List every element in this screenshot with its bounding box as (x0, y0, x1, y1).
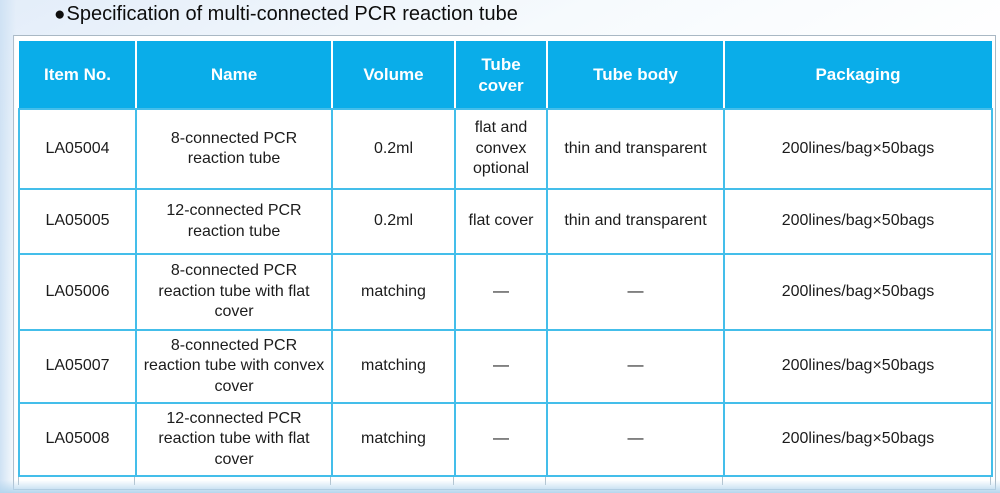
cell-tube-cover: flat cover (454, 188, 548, 255)
column-header-tube-body: Tube body (546, 41, 725, 110)
cell-item-no: LA05006 (18, 253, 137, 331)
spec-table-frame: Item No. Name Volume Tube cover Tube bod… (13, 35, 996, 490)
cell-item-no: LA05007 (18, 329, 137, 404)
cell-name: 8-connected PCR reaction tube with conve… (135, 329, 333, 404)
cell-packaging: 200lines/bag×50bags (723, 253, 993, 331)
bullet-icon: ● (54, 4, 66, 25)
cell-volume: matching (331, 329, 456, 404)
column-header-tube-cover: Tube cover (454, 41, 548, 110)
page-title: ●Specification of multi-connected PCR re… (54, 3, 518, 26)
cell-item-no: LA05005 (18, 188, 137, 255)
cell-tube-body: thin and transparent (546, 188, 725, 255)
table-header: Item No. Name Volume Tube cover Tube bod… (19, 41, 992, 110)
cell-tube-cover: flat and convex optional (454, 108, 548, 190)
cell-volume: matching (331, 253, 456, 331)
table-row: LA05006 8-connected PCR reaction tube wi… (18, 253, 993, 331)
table-row: LA05007 8-connected PCR reaction tube wi… (18, 329, 993, 404)
cell-item-no: LA05004 (18, 108, 137, 190)
header-row: Item No. Name Volume Tube cover Tube bod… (19, 41, 992, 110)
column-header-volume: Volume (331, 41, 456, 110)
cell-tube-body: — (546, 329, 725, 404)
table-row: LA05005 12-connected PCR reaction tube 0… (18, 188, 993, 255)
cell-name: 12-connected PCR reaction tube (135, 188, 333, 255)
cell-packaging: 200lines/bag×50bags (723, 329, 993, 404)
table-row: LA05008 12-connected PCR reaction tube w… (18, 402, 993, 477)
page-title-text: Specification of multi-connected PCR rea… (66, 3, 518, 25)
cell-volume: 0.2ml (331, 108, 456, 190)
cell-name: 8-connected PCR reaction tube (135, 108, 333, 190)
left-gradient-band (0, 0, 16, 493)
column-header-packaging: Packaging (723, 41, 992, 110)
column-header-item-no: Item No. (19, 41, 137, 110)
bottom-gradient-band (0, 480, 1000, 493)
cell-name: 8-connected PCR reaction tube with flat … (135, 253, 333, 331)
cell-tube-cover: — (454, 329, 548, 404)
cell-volume: matching (331, 402, 456, 477)
cell-tube-cover: — (454, 253, 548, 331)
cell-tube-body: — (546, 253, 725, 331)
spec-table: Item No. Name Volume Tube cover Tube bod… (18, 40, 993, 477)
cell-name: 12-connected PCR reaction tube with flat… (135, 402, 333, 477)
cell-tube-body: thin and transparent (546, 108, 725, 190)
cell-item-no: LA05008 (18, 402, 137, 477)
column-header-name: Name (135, 41, 333, 110)
cell-packaging: 200lines/bag×50bags (723, 402, 993, 477)
cell-packaging: 200lines/bag×50bags (723, 108, 993, 190)
cell-tube-body: — (546, 402, 725, 477)
cell-tube-cover: — (454, 402, 548, 477)
table-body: LA05004 8-connected PCR reaction tube 0.… (18, 108, 993, 477)
cell-packaging: 200lines/bag×50bags (723, 188, 993, 255)
cell-volume: 0.2ml (331, 188, 456, 255)
table-row: LA05004 8-connected PCR reaction tube 0.… (18, 108, 993, 190)
